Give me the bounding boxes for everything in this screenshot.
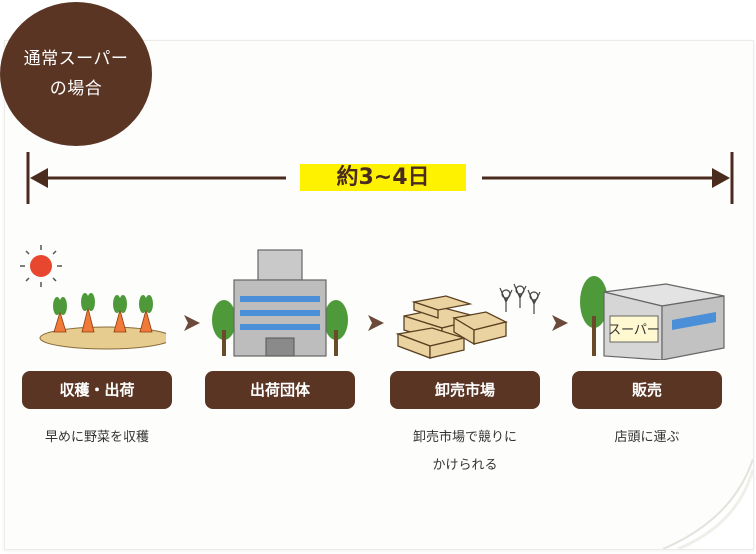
supermarket-icon: スーパー xyxy=(576,262,726,360)
chevron-right-icon xyxy=(180,311,204,335)
page-curl xyxy=(643,439,753,549)
badge-line-2: の場合 xyxy=(50,74,103,104)
desc-line: 早めに野菜を収穫 xyxy=(7,424,187,452)
step-wholesale-market-label: 卸売市場 xyxy=(390,371,540,409)
step-harvest-desc: 早めに野菜を収穫 xyxy=(7,424,187,452)
badge-line-1: 通常スーパー xyxy=(24,44,129,74)
step-wholesale-market-desc: 卸売市場で競りに かけられる xyxy=(375,424,555,480)
badge-normal-supermarket: 通常スーパー の場合 xyxy=(0,2,152,146)
desc-line: かけられる xyxy=(375,452,555,480)
desc-line: 店頭に運ぶ xyxy=(557,424,737,452)
chevron-right-icon xyxy=(364,311,388,335)
chevron-right-icon xyxy=(548,311,572,335)
step-shipping-org-label: 出荷団体 xyxy=(205,371,355,409)
desc-line: 卸売市場で競りに xyxy=(375,424,555,452)
carrot-field-icon xyxy=(16,240,166,360)
step-sales-label: 販売 xyxy=(572,371,722,409)
step-sales-desc: 店頭に運ぶ xyxy=(557,424,737,452)
duration-label: 約3~4日 xyxy=(300,164,466,191)
market-boxes-icon xyxy=(394,278,544,360)
sun-icon xyxy=(20,245,62,287)
store-sign: スーパー xyxy=(608,323,660,338)
step-harvest-label: 収穫・出荷 xyxy=(22,371,172,409)
office-building-icon xyxy=(208,244,354,360)
